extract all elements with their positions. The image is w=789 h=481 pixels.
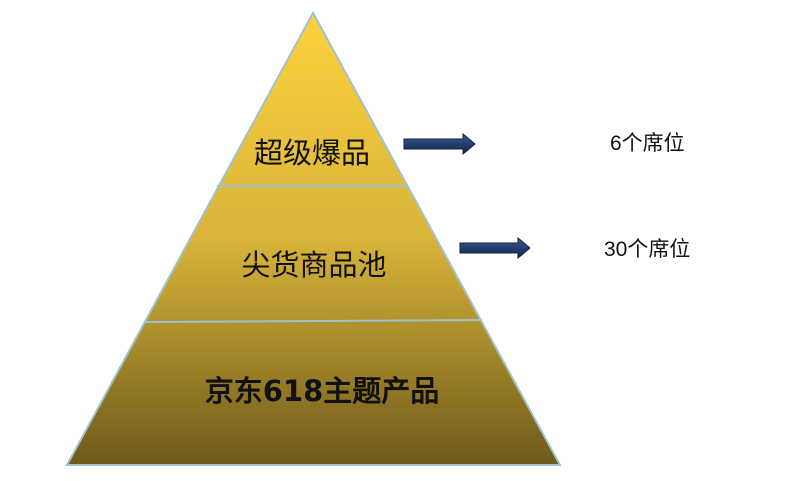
seat-count-middle: 30个席位 <box>604 238 690 261</box>
seat-count-top: 6个席位 <box>610 132 685 155</box>
pyramid-outline <box>65 10 562 466</box>
tier-label-middle: 尖货商品池 <box>241 248 386 282</box>
pyramid-shape <box>67 13 560 465</box>
tier-label-bottom: 京东618主题产品 <box>205 374 440 408</box>
tier-label-top: 超级爆品 <box>254 136 370 170</box>
right-arrow-icon <box>403 132 476 156</box>
tier-divider-middle <box>143 319 483 323</box>
right-arrow-icon <box>459 236 531 260</box>
